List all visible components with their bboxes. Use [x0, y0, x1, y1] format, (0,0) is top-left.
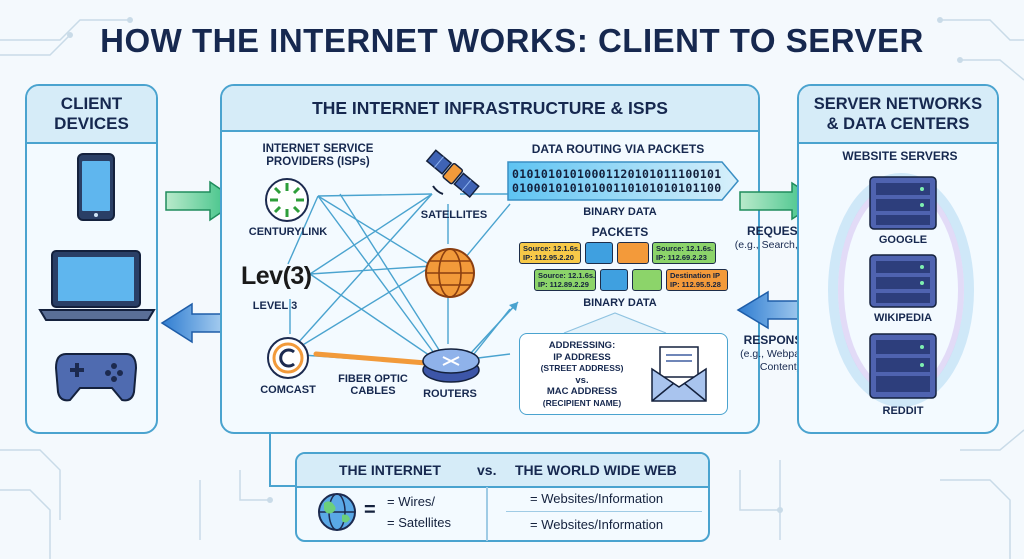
addressing-pointer — [563, 312, 667, 334]
web-row-1: = Websites/Information — [530, 491, 664, 506]
routers-label: ROUTERS — [423, 388, 477, 400]
addressing-line3: (STREET ADDRESS) — [540, 363, 624, 373]
web-row-2: = Websites/Information — [530, 517, 664, 532]
client-devices-heading: CLIENT DEVICES — [27, 86, 156, 144]
fiber-label-line2: CABLES — [350, 385, 396, 397]
binary-line2: 01000101010100110101010101100 — [512, 181, 722, 195]
isp-label-centurylink: CENTURYLINK — [248, 226, 328, 238]
packet — [632, 269, 662, 291]
packet-line1: Source: 12.1.6s. — [523, 244, 581, 253]
internet-title: THE INTERNET — [339, 462, 441, 478]
packet: Source: 12.1.6s. IP: 112.69.2.23 — [652, 242, 716, 264]
isp-title-line2: PROVIDERS (ISPs) — [266, 156, 370, 168]
vs-label: vs. — [477, 462, 497, 478]
www-globe-icon — [318, 493, 356, 531]
web-row-divider — [506, 511, 702, 512]
addressing-text: ADDRESSING: IP ADDRESS (STREET ADDRESS) … — [522, 340, 642, 409]
requests-label: REQUESTS — [746, 224, 813, 238]
isp-title-line1: INTERNET SERVICE — [262, 143, 374, 155]
wires-text: = Wires/ — [387, 494, 436, 509]
packet-line1: Source: 12.1.6s. — [656, 244, 714, 253]
server-label-reddit: REDDIT — [882, 405, 924, 417]
packet — [617, 242, 649, 264]
server-icon — [869, 176, 937, 230]
infrastructure-heading: THE INTERNET INFRASTRUCTURE & ISPS — [222, 86, 758, 132]
fiber-label-line1: FIBER OPTIC — [338, 373, 408, 385]
packet — [585, 242, 613, 264]
comparison-panel: THE INTERNET vs. THE WORLD WIDE WEB — [295, 452, 710, 542]
packet: Source: 12.1.6s. IP: 112.95.2.20 — [519, 242, 581, 264]
packet-line2: IP: 112.89.2.29 — [538, 280, 589, 289]
binary-line1: 01010101010001120101011100101 — [512, 167, 722, 181]
packet-line2: IP: 112.95.5.28 — [670, 280, 721, 289]
routing-title: DATA ROUTING VIA PACKETS — [531, 142, 705, 156]
addressing-line5: MAC ADDRESS — [546, 386, 618, 397]
client-heading-line1: CLIENT — [60, 94, 123, 113]
addressing-line6: (RECIPIENT NAME) — [542, 397, 622, 408]
packets-label: PACKETS — [591, 225, 649, 239]
satellites-label: SATELLITES — [420, 209, 488, 221]
isp-title: INTERNET SERVICE PROVIDERS (ISPs) — [258, 143, 378, 169]
comcast-logo — [267, 337, 309, 379]
server-heading: SERVER NETWORKS & DATA CENTERS — [799, 86, 997, 144]
server-icon — [869, 254, 937, 308]
satellites-text: = Satellites — [387, 515, 451, 530]
equals-sign: = — [364, 499, 376, 521]
binary-label: BINARY DATA — [583, 206, 657, 218]
fiber-label: FIBER OPTIC CABLES — [328, 373, 418, 397]
server-label-google: GOOGLE — [878, 234, 928, 246]
packet-line1: Source: 12.1.6s. — [538, 271, 596, 280]
addressing-line1: ADDRESSING: — [548, 340, 616, 351]
server-label-wikipedia: WIKIPEDIA — [873, 312, 933, 324]
server-heading-line1: SERVER NETWORKS — [813, 95, 983, 113]
www-title: THE WORLD WIDE WEB — [515, 462, 677, 478]
comparison-divider — [486, 487, 488, 541]
globe-icon — [425, 248, 475, 298]
isp-label-level3: LEVEL 3 — [252, 300, 298, 312]
responses-sub-line2: Content) — [759, 360, 801, 373]
centurylink-logo — [265, 178, 309, 222]
packet: Destination IP IP: 112.95.5.28 — [666, 269, 728, 291]
packet-line2: IP: 112.95.2.20 — [523, 253, 574, 262]
router-icon — [422, 348, 480, 383]
comparison-header: THE INTERNET vs. THE WORLD WIDE WEB — [297, 454, 708, 488]
server-heading-line2: & DATA CENTERS — [826, 115, 970, 133]
laptop-icon — [38, 250, 156, 321]
addressing-line4: vs. — [575, 374, 589, 386]
page-title: HOW THE INTERNET WORKS: CLIENT TO SERVER — [100, 22, 924, 59]
packet — [600, 269, 628, 291]
packet-line2: IP: 112.69.2.23 — [656, 253, 707, 262]
gamepad-icon — [54, 353, 138, 402]
comparison-connector — [269, 432, 298, 487]
website-servers-title: WEBSITE SERVERS — [842, 149, 958, 163]
packet: Source: 12.1.6s. IP: 112.89.2.29 — [534, 269, 596, 291]
packet-line1: Destination IP — [670, 271, 721, 280]
client-heading-line2: DEVICES — [54, 114, 129, 133]
server-icon — [869, 333, 937, 399]
binary-stream: 01010101010001120101011100101 0100010101… — [512, 167, 721, 195]
isp-label-comcast: COMCAST — [260, 384, 316, 396]
envelope-icon — [651, 346, 707, 402]
binary-label-2: BINARY DATA — [583, 297, 657, 309]
network-lines — [287, 193, 519, 366]
satellite-icon — [425, 149, 480, 199]
smartphone-icon — [77, 153, 115, 221]
addressing-line2: IP ADDRESS — [553, 351, 611, 363]
binary-stream-arrow — [507, 161, 739, 201]
level3-logo: Lev(3) — [241, 262, 312, 290]
